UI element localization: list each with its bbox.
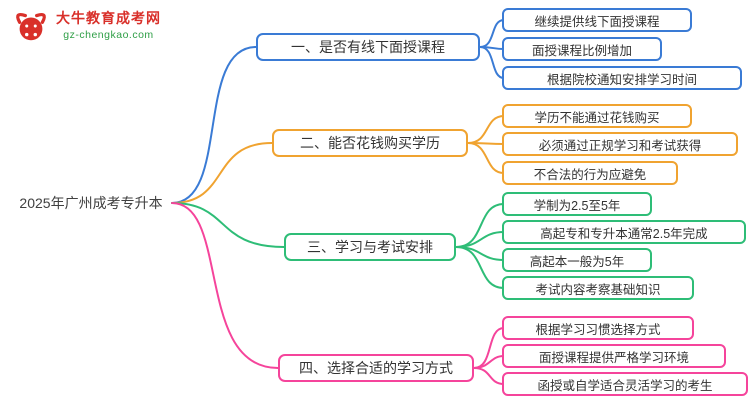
- site-logo[interactable]: 大牛教育成考网 gz-chengkao.com: [12, 8, 161, 46]
- leaf-node: 根据院校通知安排学习时间: [502, 66, 742, 90]
- connector-line: [171, 202, 285, 248]
- connector-line: [171, 202, 279, 369]
- site-domain: gz-chengkao.com: [63, 29, 154, 41]
- connector-line: [479, 46, 505, 79]
- connector-line: [171, 46, 257, 204]
- logo-text-block: 大牛教育成考网 gz-chengkao.com: [56, 8, 161, 42]
- leaf-node: 根据学习习惯选择方式: [502, 316, 694, 340]
- connector-line: [171, 142, 273, 204]
- leaf-node: 不合法的行为应避免: [502, 161, 678, 185]
- leaf-node: 学制为2.5至5年: [502, 192, 652, 216]
- leaf-node: 继续提供线下面授课程: [502, 8, 692, 32]
- connector-line: [467, 142, 505, 174]
- branch-node-3: 三、学习与考试安排: [284, 233, 456, 261]
- leaf-node: 函授或自学适合灵活学习的考生: [502, 372, 748, 396]
- leaf-node: 考试内容考察基础知识: [502, 276, 694, 300]
- branch-node-4: 四、选择合适的学习方式: [278, 354, 474, 382]
- connector-line: [455, 231, 505, 248]
- leaf-node: 面授课程提供严格学习环境: [502, 344, 726, 368]
- connector-line: [473, 367, 505, 385]
- branch-node-2: 二、能否花钱购买学历: [272, 129, 468, 157]
- leaf-node: 面授课程比例增加: [502, 37, 662, 61]
- leaf-node: 学历不能通过花钱购买: [502, 104, 692, 128]
- branch-node-1: 一、是否有线下面授课程: [256, 33, 480, 61]
- leaf-node: 高起本一般为5年: [502, 248, 652, 272]
- connector-line: [455, 246, 505, 289]
- bull-logo-icon: [16, 12, 46, 41]
- connector-line: [479, 19, 505, 48]
- leaf-node: 高起专和专升本通常2.5年完成: [502, 220, 746, 244]
- mindmap-root: 2025年广州成考专升本: [19, 195, 163, 211]
- connector-line: [467, 115, 505, 144]
- site-name: 大牛教育成考网: [56, 10, 161, 26]
- leaf-node: 必须通过正规学习和考试获得: [502, 132, 738, 156]
